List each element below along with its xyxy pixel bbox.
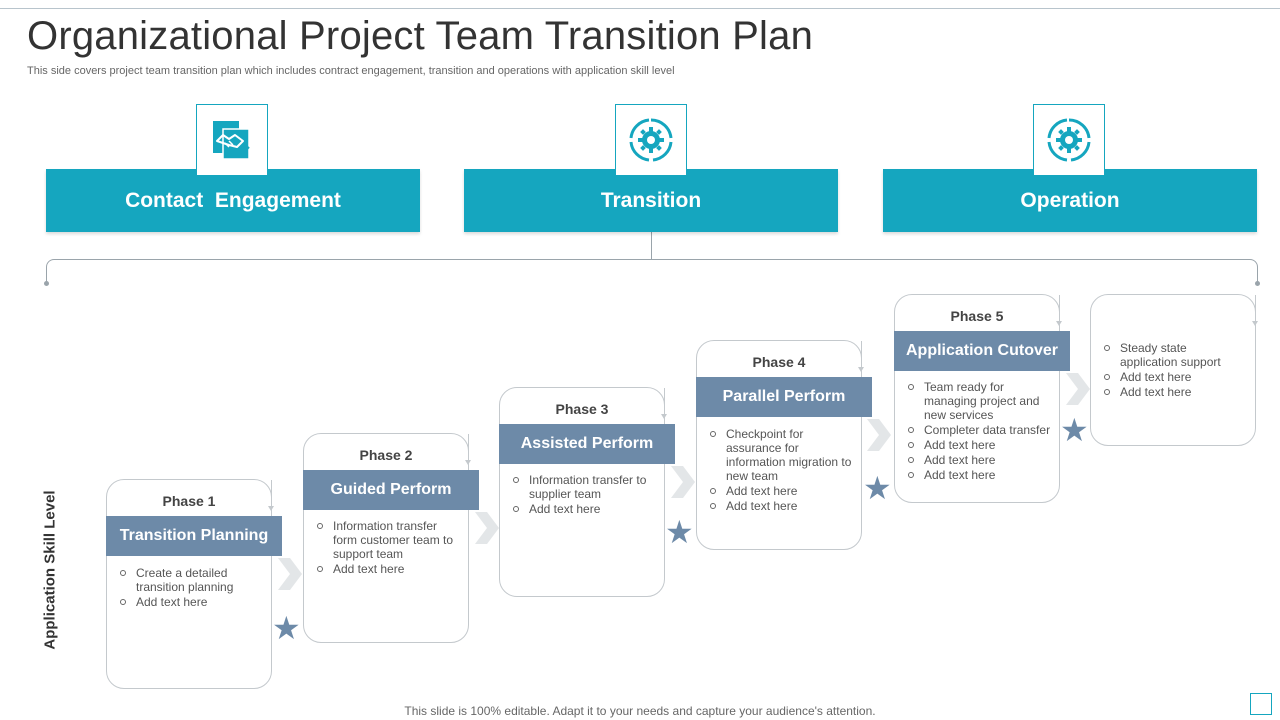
bracket xyxy=(46,259,1258,283)
category-icon-box-operation xyxy=(1033,104,1105,176)
list-item: Add text here xyxy=(708,499,853,513)
list-item: Add text here xyxy=(1102,385,1247,399)
phase-label: Phase 5 xyxy=(950,308,1004,324)
list-item: Create a detailed transition planning xyxy=(118,566,263,594)
phase-card-1 xyxy=(106,479,272,689)
footer-note: This slide is 100% editable. Adapt it to… xyxy=(404,704,876,718)
list-item: Information transfer form customer team … xyxy=(315,519,460,561)
category-icon-box-contact-engagement xyxy=(196,104,268,176)
phase-title: Assisted Perform xyxy=(499,424,675,464)
phase-1-bullets: Create a detailed transition planning Ad… xyxy=(118,566,263,610)
final-card xyxy=(1090,294,1256,446)
phase-title: Parallel Perform xyxy=(696,377,872,417)
list-item: Add text here xyxy=(118,595,263,609)
bracket-dot-right xyxy=(1255,281,1260,286)
corner-marker xyxy=(1250,693,1272,715)
phase-4-bullets: Checkpoint for assurance for information… xyxy=(708,427,853,514)
card-corner-arrow xyxy=(1252,295,1258,326)
bracket-stem xyxy=(651,232,652,259)
phase-card-2 xyxy=(303,433,469,643)
list-item: Add text here xyxy=(708,484,853,498)
category-icon-box-transition xyxy=(615,104,687,176)
phase-5-bullets: Team ready for managing project and new … xyxy=(906,380,1051,483)
chevron-right-icon xyxy=(1066,373,1090,405)
page-subtitle: This side covers project team transition… xyxy=(27,65,675,77)
list-item: Add text here xyxy=(1102,370,1247,384)
gear-cycle-icon xyxy=(629,118,673,162)
list-item: Steady state application support xyxy=(1102,341,1247,369)
bracket-dot-left xyxy=(44,281,49,286)
category-label: Contact Engagement xyxy=(125,188,341,212)
chevron-right-icon xyxy=(671,466,695,498)
phase-title: Guided Perform xyxy=(303,470,479,510)
category-bar-transition: Transition xyxy=(464,169,838,232)
star-icon: ★ xyxy=(272,610,301,646)
list-item: Add text here xyxy=(906,453,1051,467)
list-item: Team ready for managing project and new … xyxy=(906,380,1051,422)
list-item: Checkpoint for assurance for information… xyxy=(708,427,853,483)
category-label: Operation xyxy=(1020,188,1120,212)
phase-3-bullets: Information transfer to supplier team Ad… xyxy=(511,473,656,517)
phase-card-4 xyxy=(696,340,862,550)
final-bullets: Steady state application support Add tex… xyxy=(1102,341,1247,400)
star-icon: ★ xyxy=(1060,412,1089,448)
phase-label: Phase 1 xyxy=(162,493,216,509)
category-bar-operation: Operation xyxy=(883,169,1257,232)
list-item: Information transfer to supplier team xyxy=(511,473,656,501)
handshake-document-icon xyxy=(213,121,250,160)
star-icon: ★ xyxy=(665,514,694,550)
list-item: Add text here xyxy=(511,502,656,516)
phase-title: Application Cutover xyxy=(894,331,1070,371)
card-corner-arrow xyxy=(858,341,864,372)
page-title: Organizational Project Team Transition P… xyxy=(27,14,814,58)
y-axis-label: Application Skill Level xyxy=(41,490,59,650)
card-corner-arrow xyxy=(1056,295,1062,326)
phase-2-bullets: Information transfer form customer team … xyxy=(315,519,460,577)
phase-label: Phase 4 xyxy=(752,354,806,370)
card-corner-arrow xyxy=(268,480,274,511)
chevron-right-icon xyxy=(475,512,499,544)
phase-card-5 xyxy=(894,294,1060,503)
category-label: Transition xyxy=(600,188,702,212)
gear-cycle-icon xyxy=(1047,118,1091,162)
star-icon: ★ xyxy=(863,470,892,506)
list-item: Add text here xyxy=(906,438,1051,452)
chevron-right-icon xyxy=(867,419,891,451)
phase-label: Phase 3 xyxy=(555,401,609,417)
list-item: Add text here xyxy=(315,562,460,576)
phase-label: Phase 2 xyxy=(359,447,413,463)
list-item: Add text here xyxy=(906,468,1051,482)
category-bar-contact-engagement: Contact Engagement xyxy=(46,169,420,232)
card-corner-arrow xyxy=(661,388,667,419)
card-corner-arrow xyxy=(465,434,471,465)
list-item: Completer data transfer xyxy=(906,423,1051,437)
top-rule xyxy=(0,8,1280,9)
chevron-right-icon xyxy=(278,558,302,590)
phase-card-3 xyxy=(499,387,665,597)
phase-title: Transition Planning xyxy=(106,516,282,556)
